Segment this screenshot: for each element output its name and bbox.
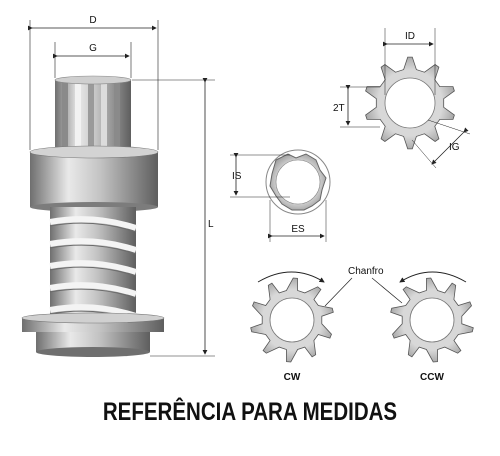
base-flange [21, 312, 165, 357]
dimension-d: D [28, 15, 159, 150]
chamfer-label: Chanfro [348, 266, 384, 277]
label-g: G [89, 43, 97, 54]
dimension-l: L [132, 78, 215, 357]
dimension-es: ES [268, 200, 327, 242]
starter-drive: D G L [21, 15, 215, 357]
rotation-views: Chanfro CW CCW [250, 266, 474, 383]
label-id: ID [405, 31, 415, 42]
label-l: L [208, 219, 214, 230]
page-title: REFERÊNCIA PARA MEDIDAS [102, 398, 398, 426]
label-2t: 2T [333, 103, 345, 114]
drive-collar [29, 145, 159, 212]
chamfer-pointer-ccw [371, 277, 403, 304]
label-d: D [89, 15, 96, 26]
dimension-g: G [53, 42, 132, 78]
ccw-label: CCW [420, 372, 444, 383]
cw-label: CW [284, 372, 301, 383]
label-ig: IG [449, 142, 460, 153]
internal-spline-view: IS ES [230, 149, 331, 242]
chamfer-pointer-cw [324, 277, 353, 307]
label-is: IS [232, 171, 242, 182]
pinion-end-view: ID 2T IG [333, 28, 471, 169]
label-es: ES [291, 224, 305, 235]
ccw-rotation-arrow [399, 271, 467, 283]
dimension-2t: 2T [333, 85, 380, 128]
dimension-id: ID [383, 28, 436, 95]
cw-rotation-arrow [257, 271, 325, 283]
helical-shaft [49, 207, 137, 325]
pinion-teeth [54, 75, 132, 150]
dimension-ig: IG [411, 119, 471, 169]
dimension-is: IS [230, 153, 290, 198]
